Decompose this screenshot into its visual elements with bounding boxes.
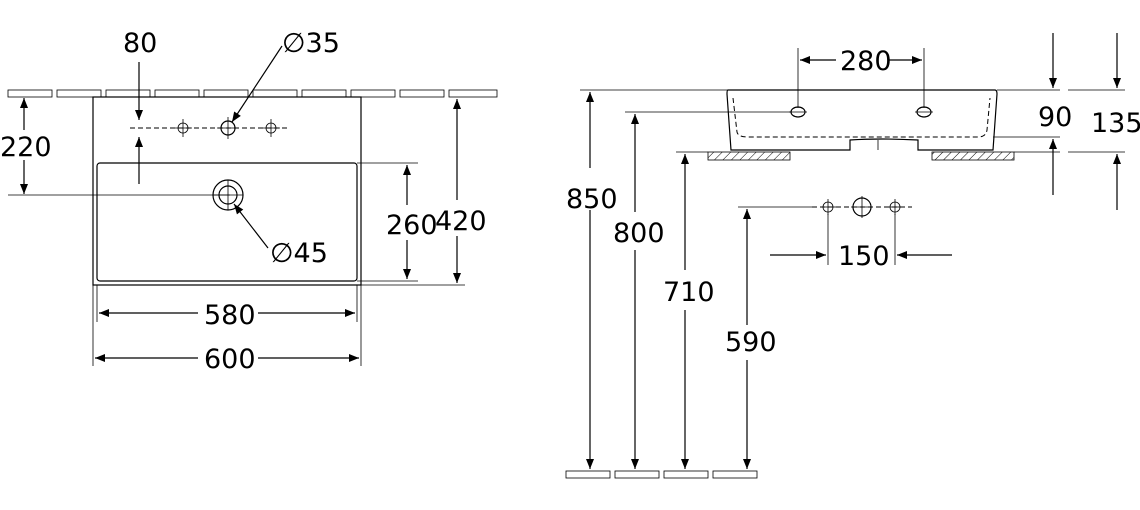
dim-710-label: 710 xyxy=(663,277,715,308)
dim-45-label: ∅45 xyxy=(270,238,328,269)
dim-850-label: 850 xyxy=(566,184,618,215)
dim-35-label: ∅35 xyxy=(282,28,340,59)
dim-280-label: 280 xyxy=(840,46,892,77)
dim-800-label: 800 xyxy=(613,218,665,249)
side-tap-hole-right xyxy=(915,106,933,118)
basin-bowl xyxy=(96,162,358,282)
dim-80-label: 80 xyxy=(123,28,157,59)
dim-580-label: 580 xyxy=(204,300,256,331)
dim-590-label: 590 xyxy=(725,327,777,358)
basin-outline xyxy=(92,96,362,286)
floor-tiles xyxy=(565,470,758,479)
plan-view: 80 ∅35 220 ∅45 260 420 580 600 xyxy=(0,28,498,375)
basin-profile xyxy=(726,89,998,151)
dim-150-label: 150 xyxy=(838,241,890,272)
bracket-left xyxy=(707,151,791,161)
dim-220-label: 220 xyxy=(0,132,52,163)
dim-420-label: 420 xyxy=(435,206,487,237)
dim-600-label: 600 xyxy=(204,344,256,375)
side-view: 280 90 135 850 800 710 xyxy=(565,33,1140,479)
dim-135-label: 135 xyxy=(1091,108,1140,139)
dim-90-label: 90 xyxy=(1038,102,1072,133)
bracket-right xyxy=(931,151,1015,161)
dim-260-label: 260 xyxy=(386,210,438,241)
